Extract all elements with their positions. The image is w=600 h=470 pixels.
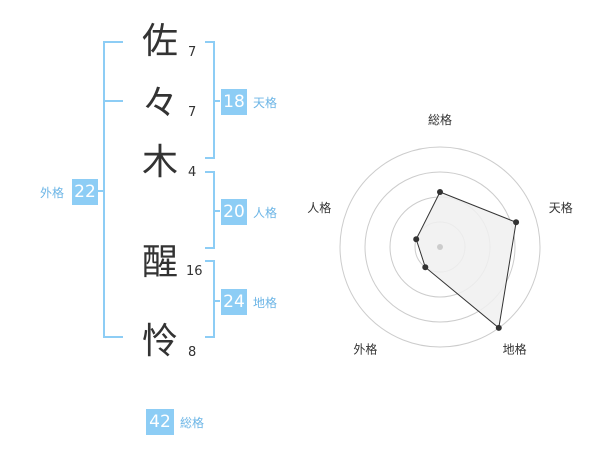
tenkaku-badge: 18: [221, 89, 247, 115]
tenkaku-bracket-tick: [215, 100, 220, 102]
radar-point: [437, 189, 443, 195]
gaikaku-bracket-tick-upper: [105, 100, 123, 102]
radar-ring: [364, 171, 516, 323]
tenkaku-label: 天格: [253, 96, 278, 110]
stroke-count-5: 8: [188, 345, 197, 360]
stroke-count-4: 16: [186, 264, 203, 279]
gaikaku-badge: 22: [72, 179, 98, 205]
jinkaku-label: 人格: [253, 206, 278, 220]
radar-axis-label: 人格: [307, 200, 331, 215]
tenkaku-bracket: [205, 41, 215, 159]
soukaku-badge: 42: [146, 409, 174, 435]
radar-axis-label: 外格: [353, 342, 377, 357]
radar-axis-label: 地格: [503, 342, 527, 357]
radar-ring: [339, 146, 541, 348]
radar-point: [413, 236, 420, 243]
jinkaku-bracket-tick: [215, 210, 220, 212]
name-char-1: 佐: [141, 21, 178, 62]
jinkaku-bracket: [205, 171, 215, 249]
radar-point: [422, 264, 429, 271]
stroke-count-2: 7: [188, 105, 197, 120]
radar-point: [513, 219, 520, 226]
chikaku-badge: 24: [221, 289, 247, 315]
stroke-count-3: 4: [188, 165, 197, 180]
name-char-3: 木: [141, 142, 178, 183]
name-char-4: 醒: [141, 242, 178, 283]
name-char-2: 々: [141, 83, 178, 124]
jinkaku-badge: 20: [221, 199, 247, 225]
stroke-count-1: 7: [188, 45, 197, 60]
gaikaku-bracket: [103, 41, 123, 338]
radar-axis-label: 総格: [428, 112, 452, 127]
radar-area: [415, 191, 517, 329]
radar-axis-label: 天格: [549, 200, 573, 215]
radar-point: [495, 324, 502, 331]
gaikaku-label: 外格: [40, 186, 65, 200]
chikaku-bracket-tick: [215, 300, 220, 302]
radar-center: [437, 244, 443, 250]
name-char-5: 怜: [141, 321, 178, 362]
chikaku-label: 地格: [253, 296, 278, 310]
chikaku-bracket: [205, 260, 215, 338]
gaikaku-bracket-tick-lower: [97, 190, 103, 192]
soukaku-label: 総格: [180, 416, 205, 430]
